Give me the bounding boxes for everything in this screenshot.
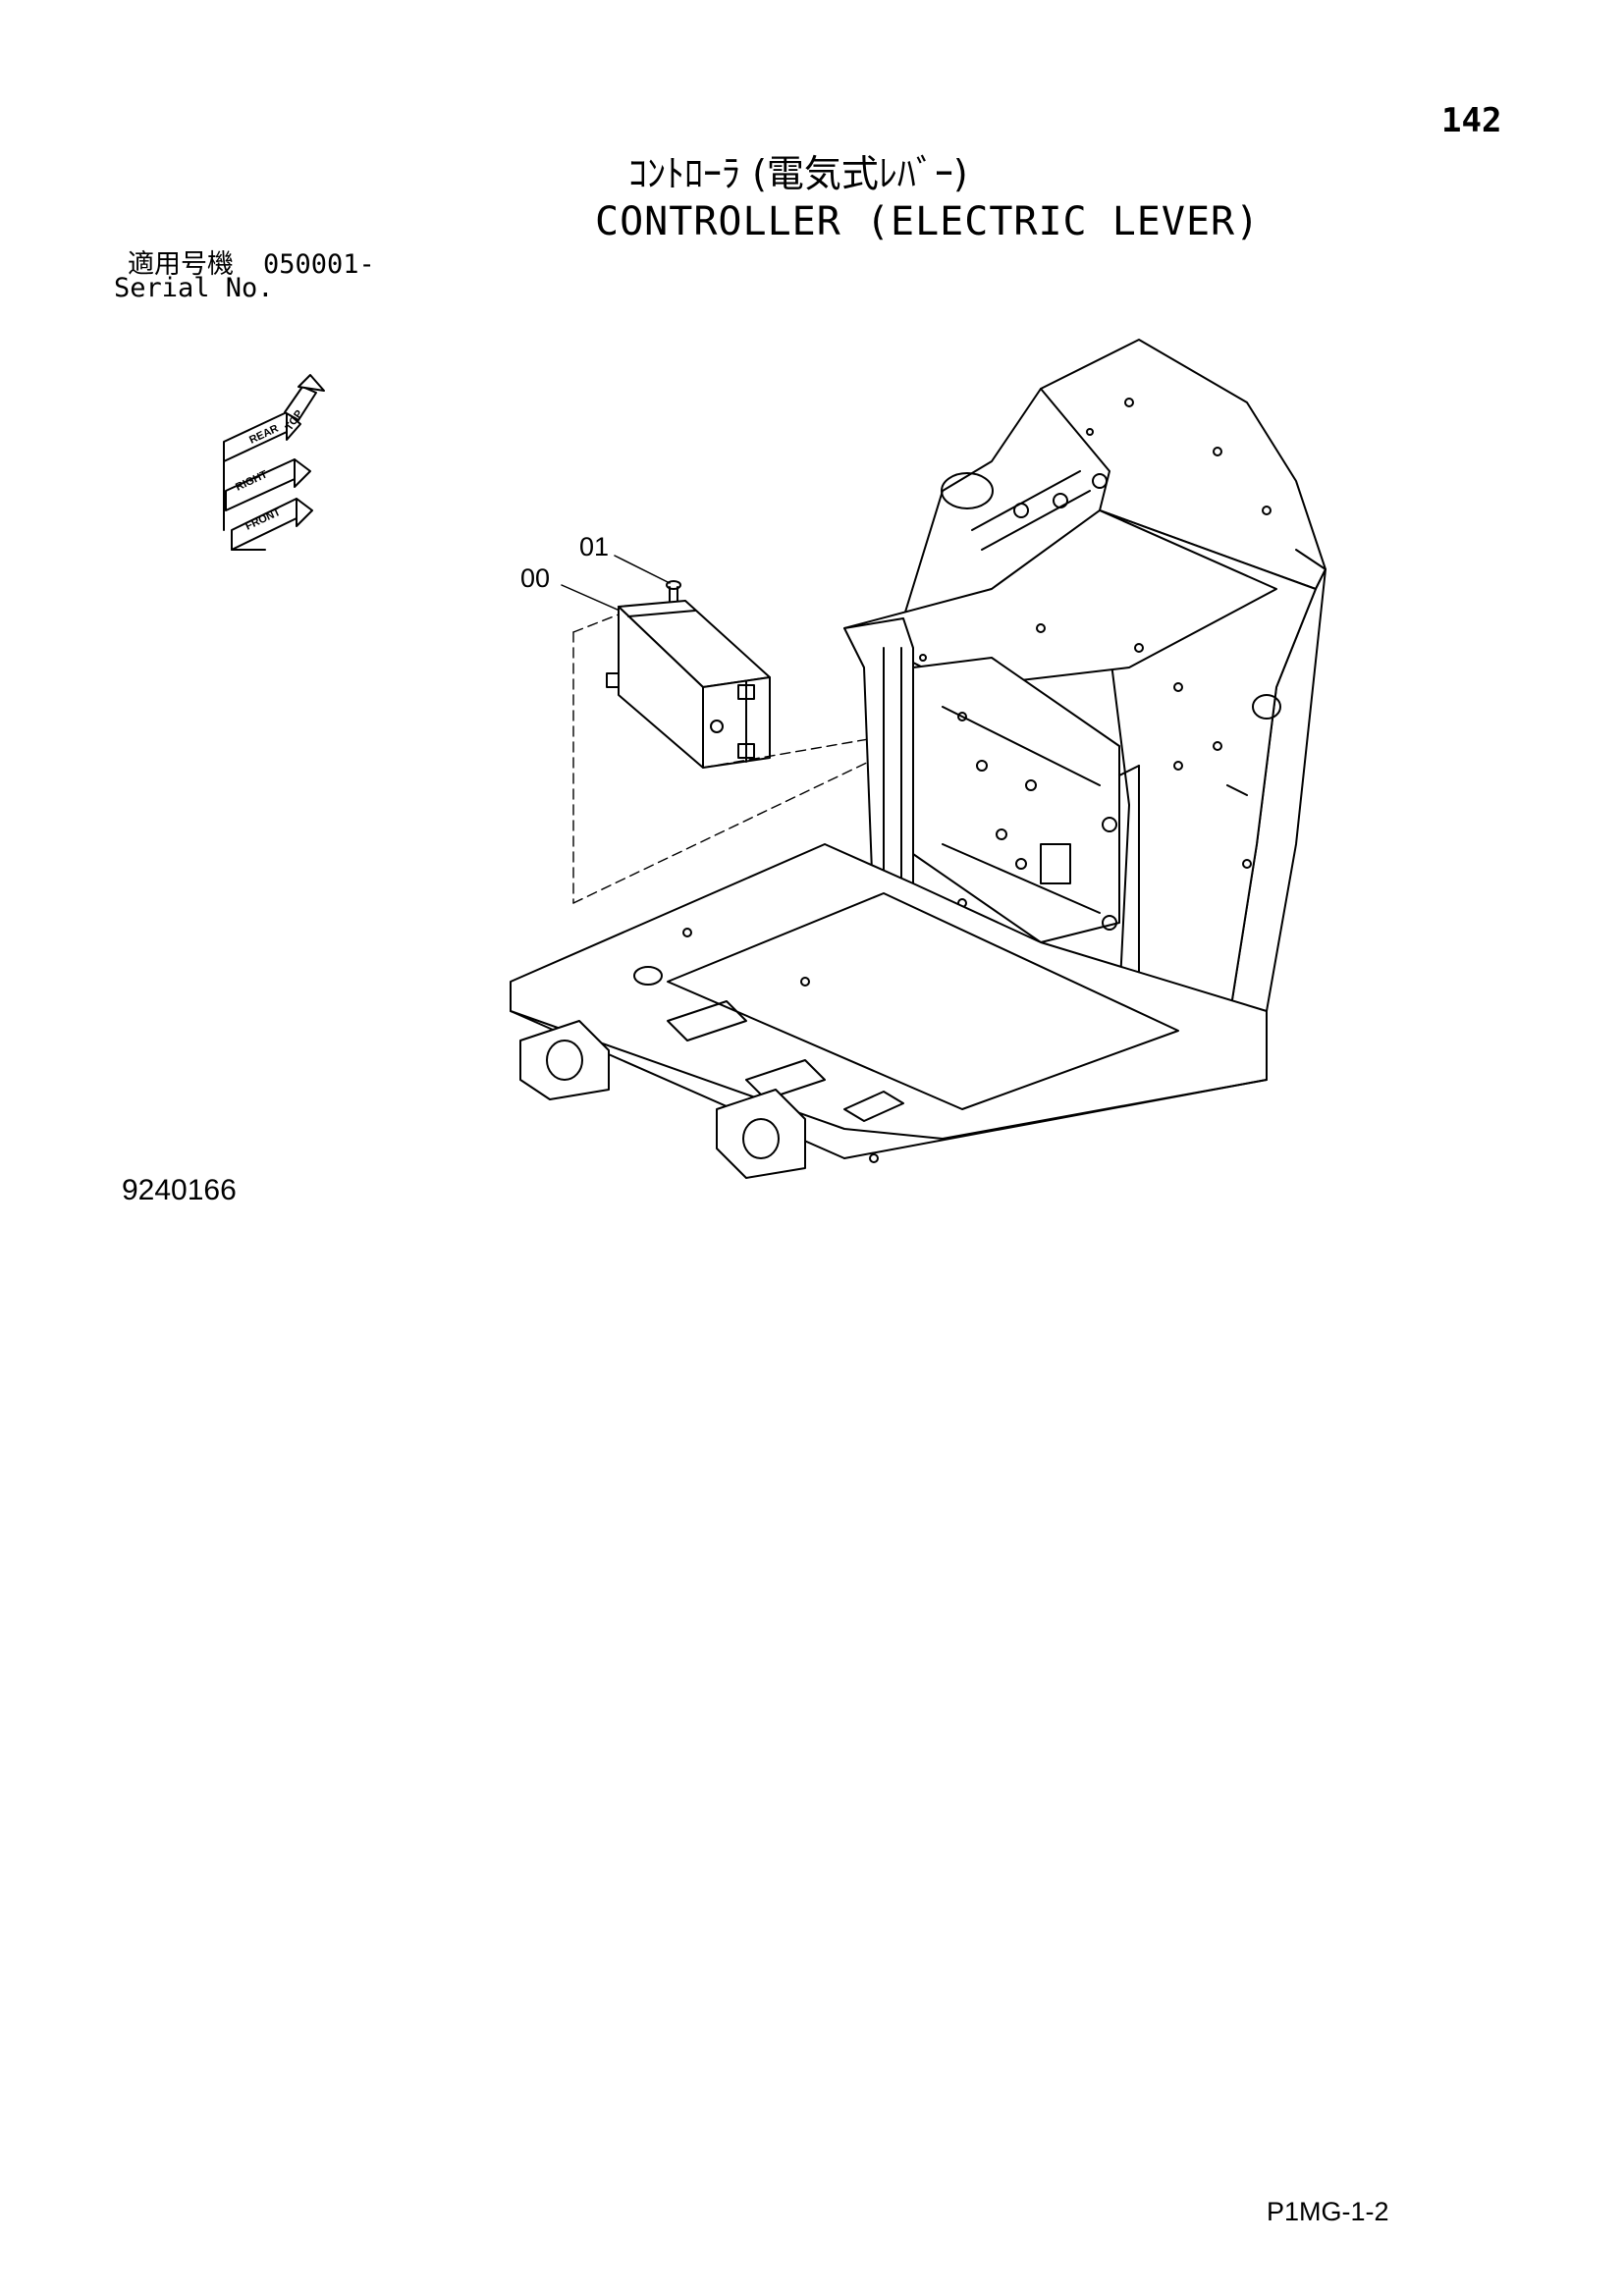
frame-control-bracket bbox=[912, 657, 1140, 983]
callouts: 01 00 bbox=[520, 532, 671, 615]
page-title-japanese: ｺﾝﾄﾛｰﾗ (電気式ﾚﾊﾞｰ) bbox=[628, 152, 968, 195]
controller-box bbox=[606, 600, 771, 769]
footer-code: P1MG-1-2 bbox=[1267, 2197, 1389, 2226]
serial-value: 050001- bbox=[263, 249, 375, 280]
serial-label-japanese: 適用号機 bbox=[128, 249, 234, 280]
orientation-indicator: TOP REAR RIGHT FRONT bbox=[223, 374, 325, 551]
assembly-lines bbox=[572, 614, 944, 904]
drawing-number: 9240166 bbox=[122, 1174, 237, 1206]
frame-base bbox=[510, 843, 1268, 1163]
callout-01: 01 bbox=[579, 532, 609, 561]
callout-00: 00 bbox=[520, 563, 550, 593]
page-number: 142 bbox=[1441, 101, 1502, 140]
serial-label: Serial No. bbox=[114, 273, 274, 303]
bolt-part bbox=[666, 580, 681, 602]
page-title: CONTROLLER (ELECTRIC LEVER) bbox=[595, 199, 1261, 244]
frame-mounts bbox=[519, 1020, 806, 1179]
